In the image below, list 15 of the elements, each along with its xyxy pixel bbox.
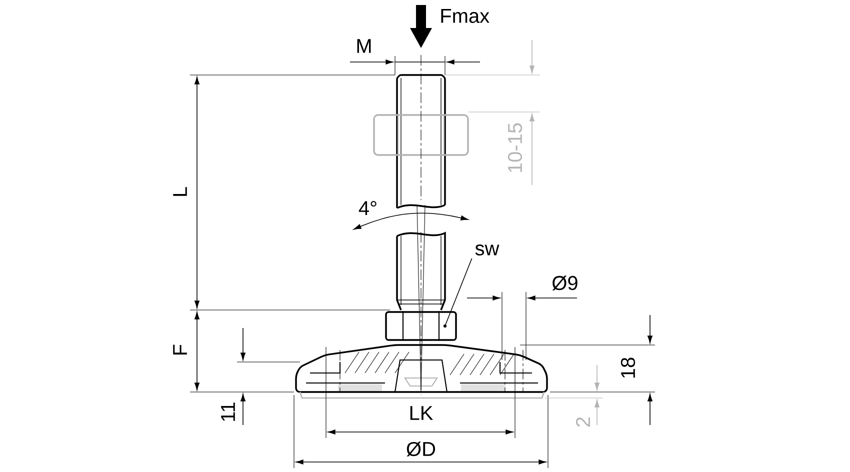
hex-nut [385,310,457,342]
dimension-label: Ø9 [552,276,578,290]
dimension-label: ØD [406,442,436,456]
dimension-label: 10-15 [508,123,522,172]
dimension-label: Fmax [441,9,490,23]
dimension-label: 11 [221,402,235,421]
part-label: sw [475,244,500,256]
dimension-label: L [173,187,187,196]
dimension-label: F [173,344,187,354]
dimension-label: 4° [358,201,376,215]
leader-line [444,258,472,326]
dimension-label: M [357,39,371,53]
dimension-label: LK [410,406,433,420]
dimension-label: 18 [620,358,636,378]
dimension-label: 2 [576,417,590,427]
